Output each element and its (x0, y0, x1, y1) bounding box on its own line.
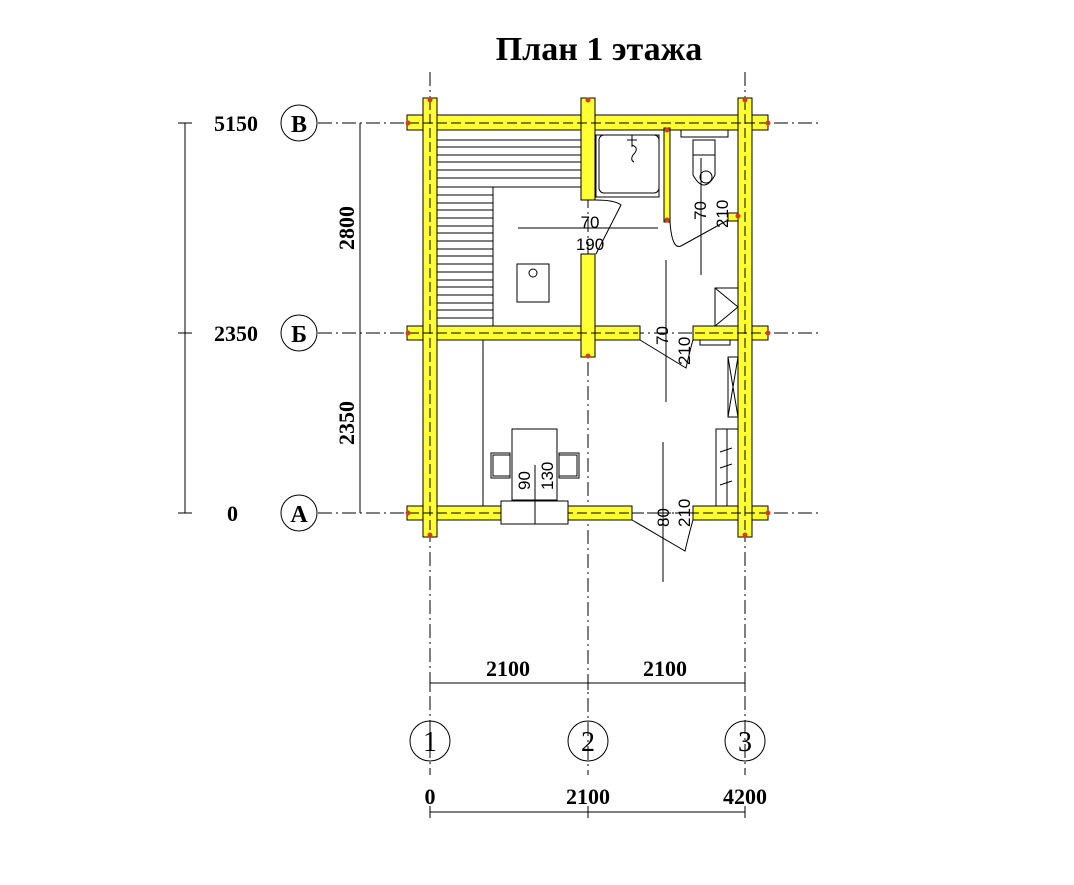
window-height: 130 (538, 462, 557, 490)
shower-tray (595, 134, 660, 198)
window-unit (500, 500, 569, 525)
elevation-a: 0 (227, 501, 238, 526)
coordinate-1: 0 (425, 784, 436, 809)
entrance-door-height: 210 (675, 499, 694, 527)
row-marker-a: А (290, 502, 308, 528)
column-marker-1: 1 (423, 727, 437, 758)
coordinate-2: 2100 (566, 784, 610, 809)
elevation-v: 5150 (214, 111, 258, 136)
row-markers: В Б А (280, 104, 318, 532)
sauna-stove (516, 263, 550, 303)
elevation-b: 2350 (214, 321, 258, 346)
plan-title: План 1 этажа (496, 31, 703, 68)
stove-circle (528, 268, 538, 278)
wc-door-height: 210 (713, 200, 732, 228)
span-2-3: 2100 (643, 656, 687, 681)
hall-door-width: 70 (653, 326, 672, 345)
row-marker-b: Б (291, 322, 307, 348)
wc-door-width: 70 (691, 201, 710, 220)
span-v-b: 2800 (334, 206, 359, 250)
bottom-dimension-lines (429, 676, 746, 818)
coat-rack (715, 428, 739, 507)
column-marker-2: 2 (581, 727, 595, 758)
wall-centerlines (409, 100, 766, 535)
span-b-a: 2350 (334, 401, 359, 445)
row-marker-v: В (291, 112, 307, 138)
sauna-door-height: 190 (576, 235, 604, 254)
column-marker-3: 3 (738, 727, 752, 758)
node-dots (405, 97, 771, 538)
dining-table (490, 428, 580, 501)
sauna-door-width: 70 (581, 213, 600, 232)
hall-door-height: 210 (675, 337, 694, 365)
hall-cabinet (699, 287, 739, 418)
sauna-benches (437, 139, 581, 326)
entrance-door-width: 80 (654, 508, 673, 527)
column-markers: 1 2 3 (409, 720, 766, 762)
door-swings (594, 199, 729, 552)
window-width: 90 (515, 471, 534, 490)
left-dimension-lines (178, 122, 361, 514)
coordinate-3: 4200 (723, 784, 767, 809)
span-1-2: 2100 (486, 656, 530, 681)
